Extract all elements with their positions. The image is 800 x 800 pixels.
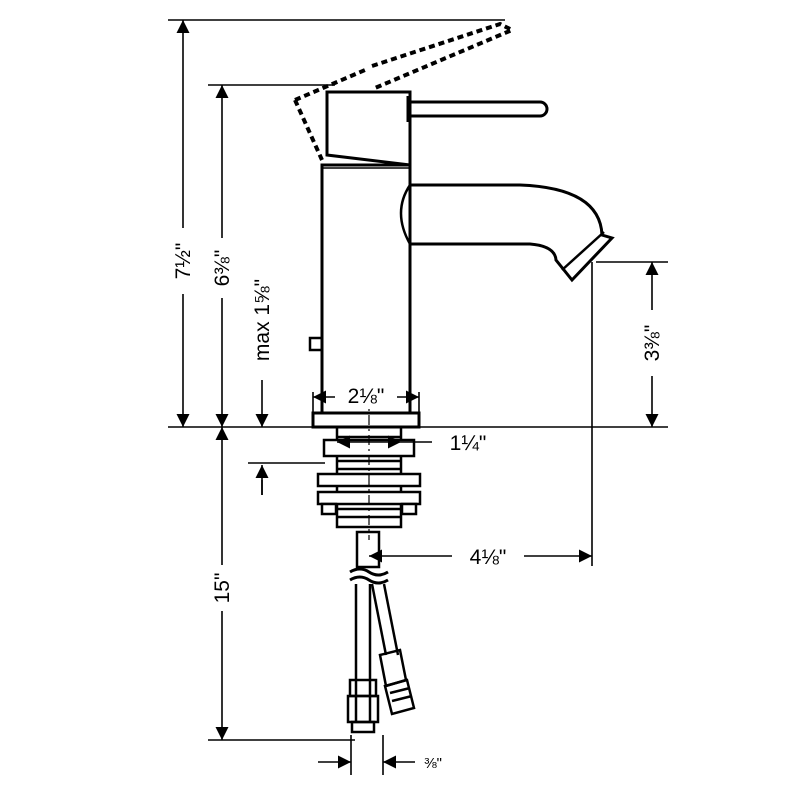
handle: [325, 90, 549, 167]
spout-height-label: 3⅜": [641, 325, 664, 362]
popup-rod: [308, 336, 324, 352]
base-diameter-label: 2⅛": [348, 385, 385, 408]
base-flange: [311, 411, 421, 429]
spout: [399, 183, 615, 283]
supply-connection-label: ⅜": [424, 755, 442, 772]
spout-reach-label: 4⅛": [470, 546, 507, 569]
overall-height-label-bg: [170, 228, 665, 611]
handle-open-position: [293, 21, 517, 161]
supply-length-label: 15": [211, 573, 234, 604]
max-deck-thickness-label: max 1⅝": [251, 279, 274, 361]
dimension-lines: [168, 19, 668, 775]
supply-stub: [355, 530, 381, 569]
supply-hose-left: [346, 584, 380, 734]
break-line: [349, 567, 389, 585]
shank-diameter-label: 1¼": [450, 432, 487, 455]
supply-hose-right: [370, 583, 416, 716]
faucet-body: [320, 163, 412, 415]
overall-height-label: 7½": [172, 243, 195, 280]
body-height-label: 6⅜": [211, 250, 234, 287]
